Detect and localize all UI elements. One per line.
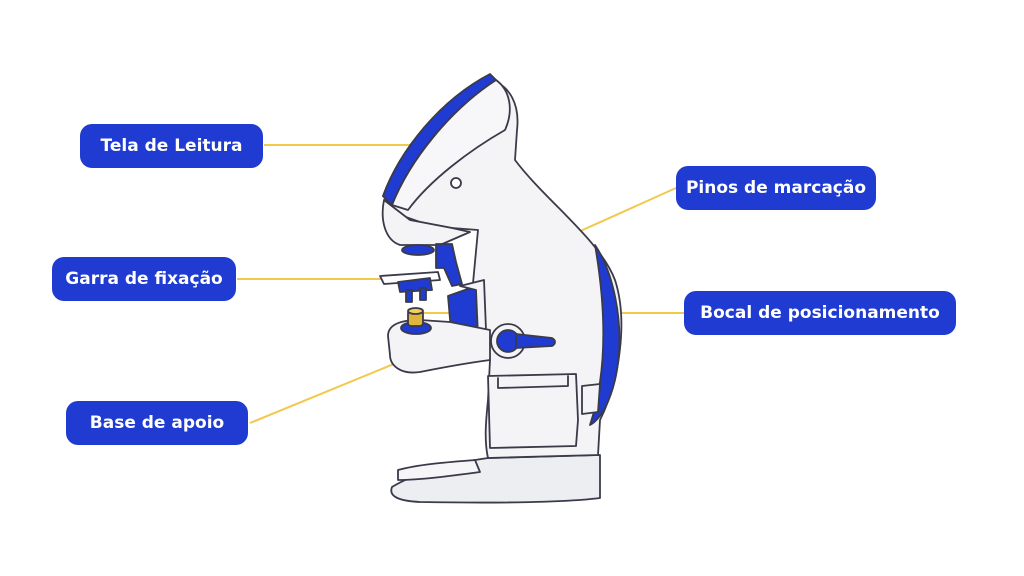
marking-pin-left: [405, 289, 413, 303]
label-pins: Pinos de marcação: [676, 166, 876, 210]
lensmeter-device: [379, 73, 623, 504]
knob-lever: [515, 333, 556, 349]
screen-face: [391, 79, 511, 211]
label-clamp: Garra de fixação: [52, 257, 236, 301]
optic-lens: [401, 244, 435, 256]
side-panel: [487, 373, 579, 449]
indicator-dot: [450, 177, 462, 189]
side-vent: [581, 383, 601, 415]
label-screen: Tela de Leitura: [80, 124, 263, 168]
nozzle-top: [407, 307, 424, 315]
side-panel-notch: [497, 375, 569, 389]
label-base: Base de apoio: [66, 401, 248, 445]
marking-pin-right: [419, 287, 427, 301]
label-nozzle: Bocal de posicionamento: [684, 291, 956, 335]
clamp-arm: [435, 243, 463, 287]
body-spine: [589, 244, 621, 426]
optic-head: [381, 199, 471, 246]
device-foot-front: [397, 459, 481, 481]
